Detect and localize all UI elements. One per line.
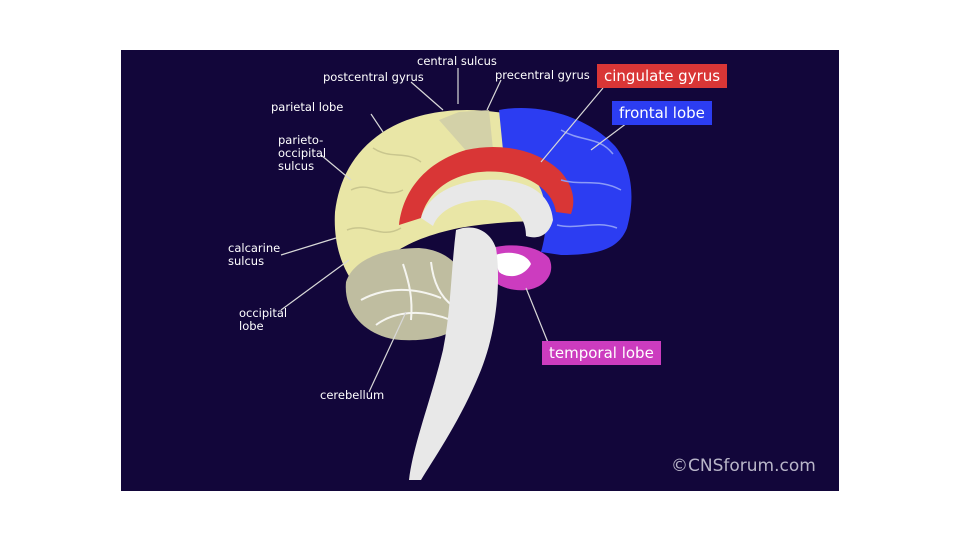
diagram-panel: central sulcus postcentral gyrus precent… — [121, 50, 839, 491]
label-parietal-lobe: parietal lobe — [271, 101, 343, 114]
brain-illustration — [121, 50, 839, 491]
label-postcentral-gyrus: postcentral gyrus — [323, 71, 424, 84]
label-parieto-occipital-sulcus: parieto- occipital sulcus — [278, 134, 326, 173]
copyright-text: ©CNSforum.com — [671, 456, 816, 476]
label-precentral-gyrus: precentral gyrus — [495, 69, 590, 82]
label-central-sulcus: central sulcus — [417, 55, 497, 68]
label-occipital-lobe: occipital lobe — [239, 307, 287, 333]
label-calcarine-sulcus: calcarine sulcus — [228, 242, 280, 268]
tag-frontal-lobe: frontal lobe — [612, 101, 712, 125]
label-cerebellum: cerebellum — [320, 389, 384, 402]
tag-temporal-lobe: temporal lobe — [542, 341, 661, 365]
tag-cingulate-gyrus: cingulate gyrus — [597, 64, 727, 88]
